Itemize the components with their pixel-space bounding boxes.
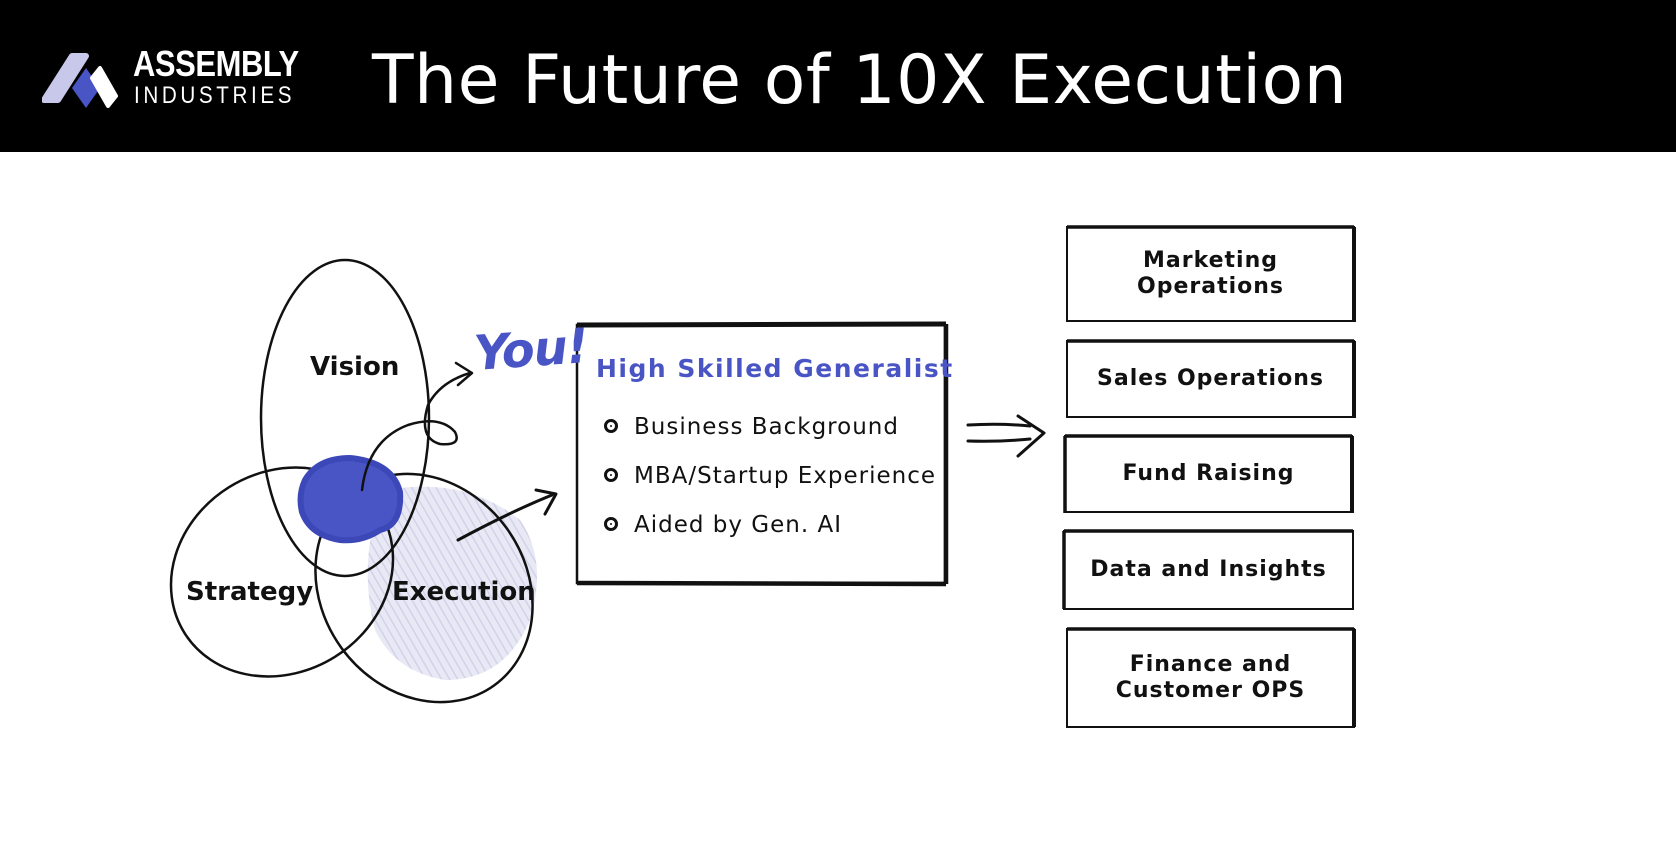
venn-intersection-fill	[297, 455, 404, 544]
bullet-icon	[604, 467, 618, 482]
card-item: Aided by Gen. AI	[604, 512, 842, 538]
execution-arrow	[456, 493, 554, 542]
function-finance-customer-ops: Finance and Customer OPS	[1115, 652, 1306, 703]
page-title: The Future of 10X Execution	[372, 41, 1348, 120]
logo-mark-icon	[42, 53, 118, 108]
function-data-and-insights: Data and Insights	[1090, 557, 1327, 582]
function-boxes	[1062, 225, 1356, 728]
logo-wordmark: ASSEMBLY	[133, 43, 299, 84]
card-title: High Skilled Generalist	[596, 354, 954, 383]
venn-label-execution: Execution	[392, 577, 536, 607]
function-fund-raising: Fund Raising	[1122, 461, 1295, 486]
you-arrow	[360, 371, 472, 492]
venn-label-vision: Vision	[310, 352, 400, 382]
execution-shading	[367, 486, 538, 680]
card-item: Business Background	[604, 414, 899, 440]
card-item-text: MBA/Startup Experience	[634, 463, 937, 489]
arrow-right-icon	[966, 414, 1046, 458]
function-box-frame	[1066, 226, 1355, 322]
header-bar: ASSEMBLY INDUSTRIES The Future of 10X Ex…	[0, 0, 1676, 152]
bullet-icon	[604, 516, 618, 531]
generalist-card	[575, 323, 947, 585]
card-item-text: Business Background	[634, 414, 899, 440]
you-callout: You!	[472, 318, 590, 382]
venn-label-strategy: Strategy	[186, 577, 314, 607]
bullet-icon	[604, 418, 618, 433]
venn-circle-vision	[259, 258, 431, 578]
card-edge-bottom	[576, 580, 947, 587]
you-arrow-head	[454, 361, 474, 387]
function-sales-operations: Sales Operations	[1097, 366, 1324, 391]
card-item: MBA/Startup Experience	[604, 463, 936, 489]
execution-arrow-head	[534, 488, 558, 516]
function-marketing-operations: Marketing Operations	[1137, 248, 1284, 299]
card-item-text: Aided by Gen. AI	[634, 512, 842, 538]
logo-subtitle: INDUSTRIES	[134, 82, 296, 109]
card-edge-top	[576, 321, 947, 328]
